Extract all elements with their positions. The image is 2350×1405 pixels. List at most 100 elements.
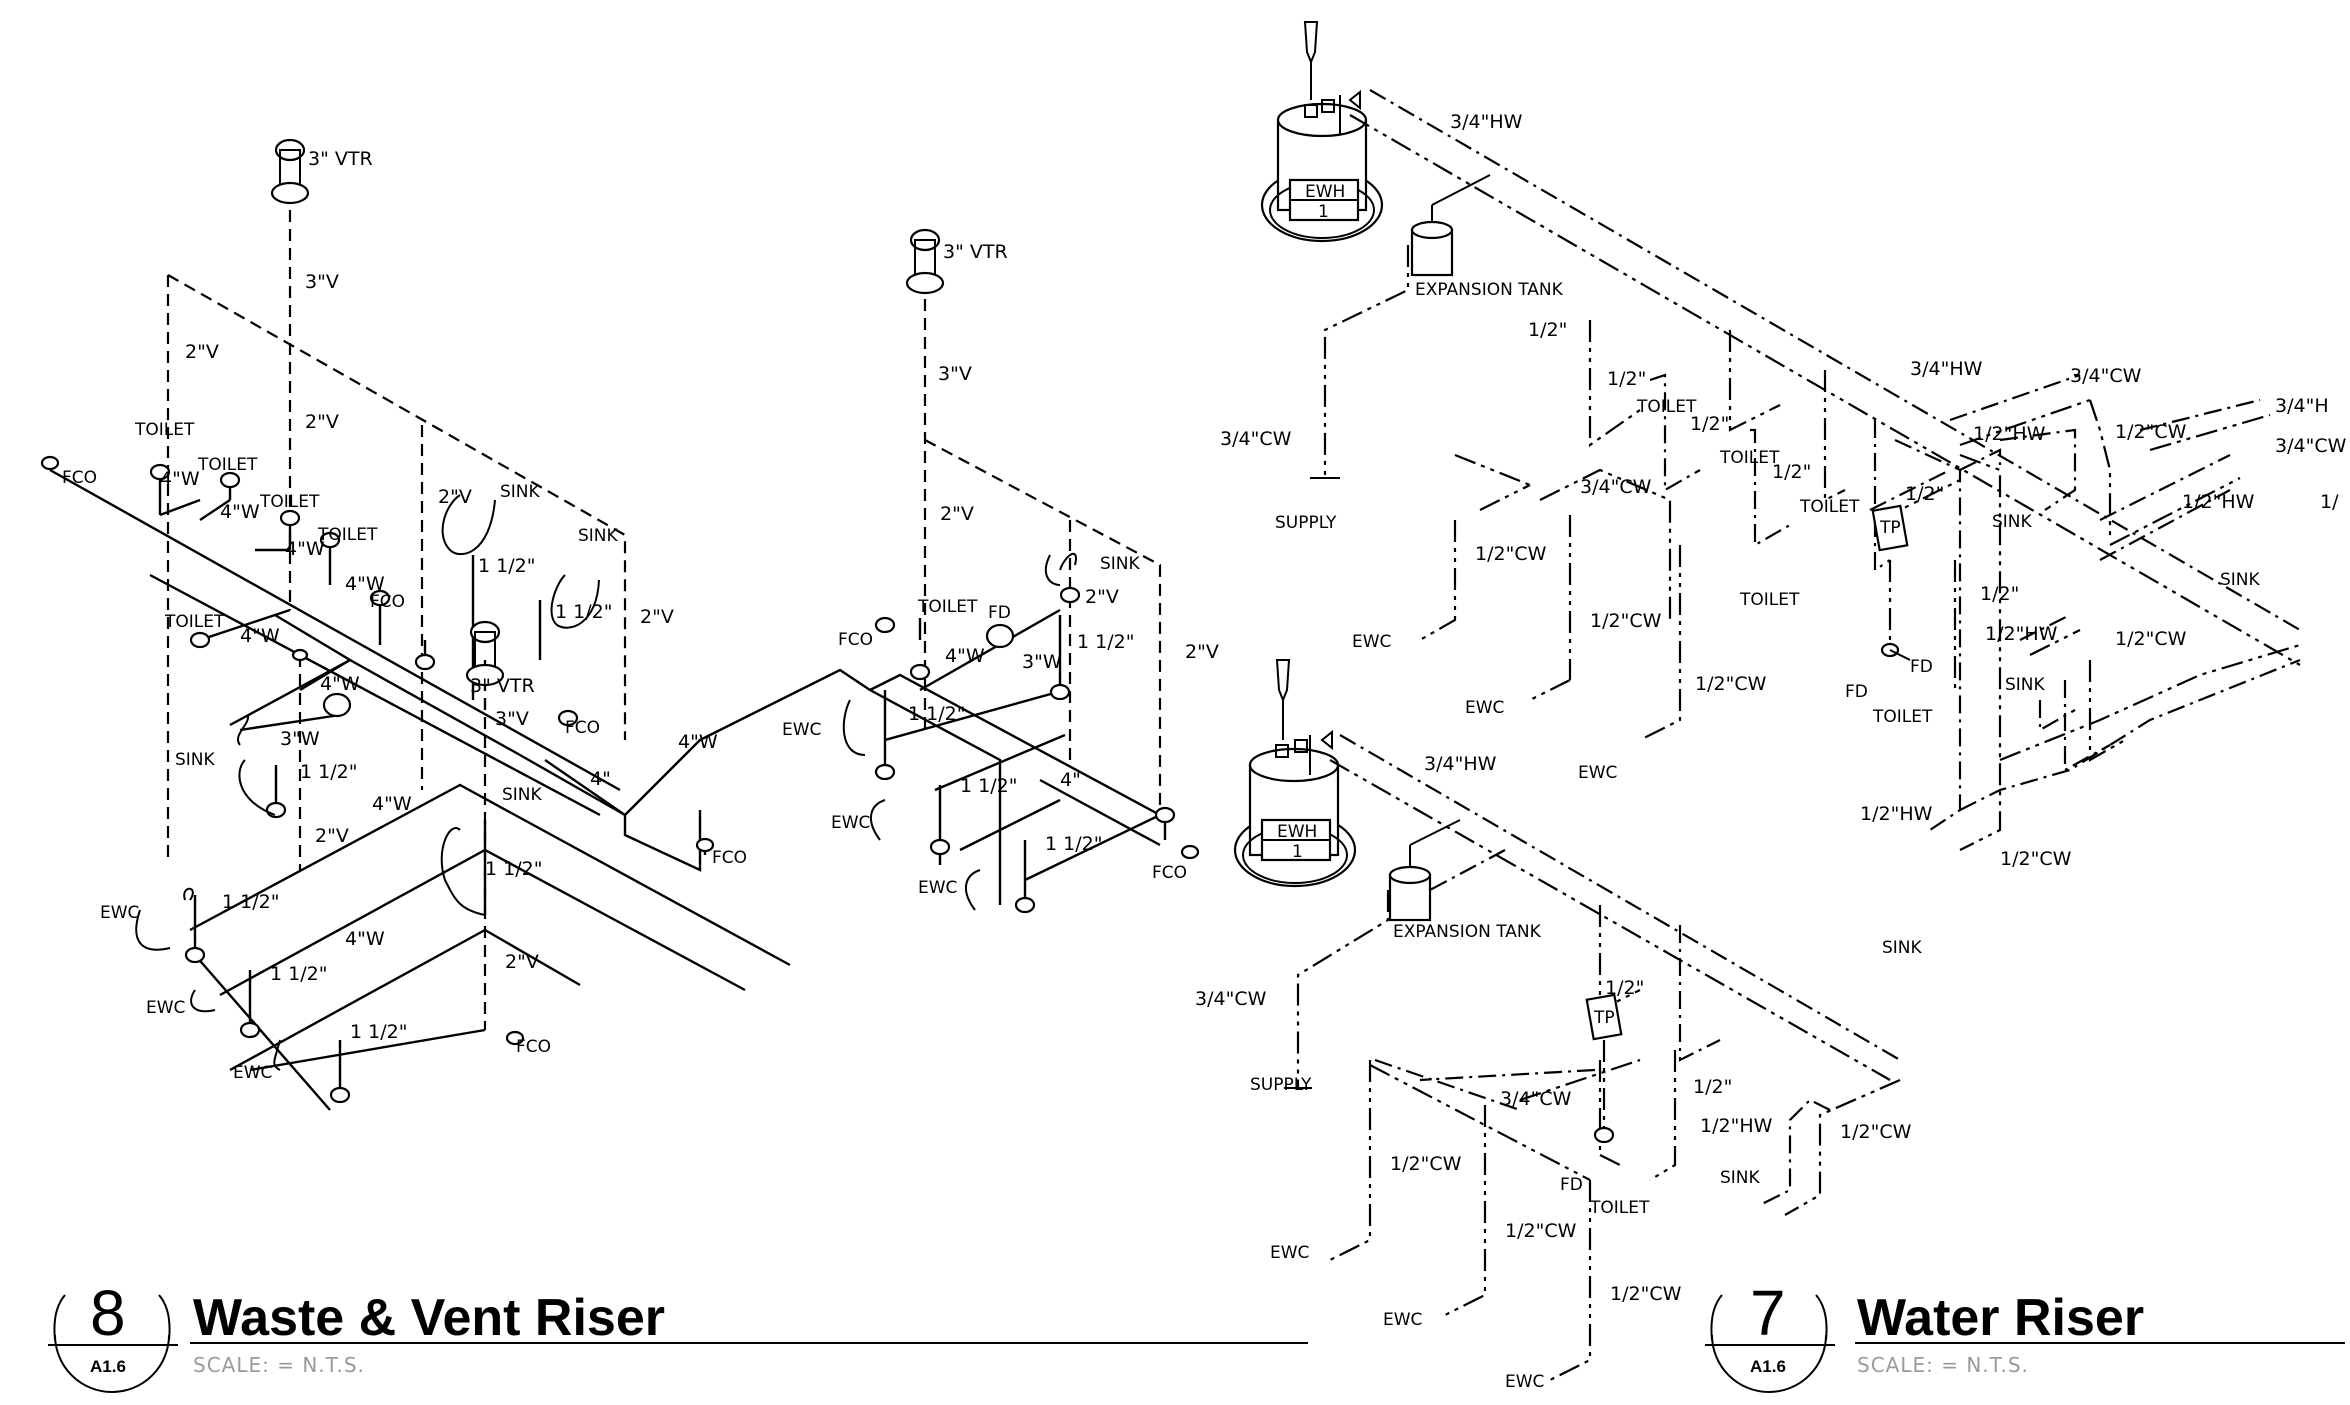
label-ewc: EWC [1270,1243,1309,1263]
label-cold-water: 1/2"CW [2000,848,2072,870]
label-size: 1/2" [1607,368,1646,390]
label-cold-water: 1/2"CW [1610,1283,1682,1305]
label-cold-water: 1/2"CW [2115,421,2187,443]
label-ewh-num: 1 [1292,842,1303,862]
label-ewc: EWC [146,998,185,1018]
label-trap-size: 1 1/2" [1045,833,1102,855]
water-labels-upper: 1/2" 1/2" 1/2" 1/2" 1/2" 1/2" 3/4"CW 3/4… [1352,319,2347,958]
floor-drain [322,692,352,718]
label-toilet: TOILET [1872,707,1933,727]
label-trap-size: 1 1/2" [485,858,542,880]
label-waste: 4" [1060,769,1081,791]
label-hot-water: 1/2"HW [1973,423,2046,445]
ewc-trap [135,909,171,951]
label-cold-water: 3/4"CW [1500,1088,1572,1110]
label-hot-water: 3/4"HW [1424,753,1497,775]
label-vtr: 3" VTR [308,148,373,170]
label-size-cut: 1/ [2320,491,2339,513]
label-waste: 4"W [240,625,280,647]
water-lines-upper: TP [1349,89,2301,851]
label-cold-water: 1/2"CW [1695,673,1767,695]
sheet-reference: A1.6 [1750,1357,1786,1376]
label-vent: 3"V [305,271,339,293]
label-supply: SUPPLY [1275,513,1337,533]
label-waste: 4"W [372,793,412,815]
label-cold-water: 3/4"CW [1580,476,1652,498]
label-vent: 2"V [940,503,974,525]
label-trap-size: 1 1/2" [478,555,535,577]
sink-trap [441,494,496,556]
label-size: 1/2" [1905,483,1944,505]
trap-primer [1585,993,1623,1041]
label-vent: 2"V [185,341,219,363]
label-waste: 4"W [160,468,200,490]
label-ewc: EWC [100,903,139,923]
label-ewc: EWC [918,878,957,898]
label-size: 1/2" [1690,413,1729,435]
label-trap-size: 1 1/2" [270,963,327,985]
label-toilet: TOILET [1739,590,1800,610]
label-fco: FCO [1152,863,1187,883]
label-waste: 4"W [285,538,325,560]
label-waste: 4"W [345,928,385,950]
label-size: 1/2" [1772,461,1811,483]
label-toilet: TOILET [317,525,378,545]
water-lines-lower: TP [1329,734,1901,1381]
label-waste: 4"W [220,501,260,523]
detail-number: 7 [1750,1277,1786,1349]
label-cold-water: 1/2"CW [1840,1121,1912,1143]
label-toilet: TOILET [197,455,258,475]
label-size: 1/2" [1693,1076,1732,1098]
label-toilet: TOILET [164,612,225,632]
label-sink: SINK [2005,675,2046,695]
label-fco: FCO [62,468,97,488]
label-ewc: EWC [1383,1310,1422,1330]
label-cold-water: 1/2"CW [1505,1220,1577,1242]
water-heater-upper: EWH 1 EXPANSION TANK SUPPLY 3/4"CW 3/4"H… [1220,21,1564,533]
label-hot-water: 1/2"HW [2182,491,2255,513]
detail-scale: SCALE: = N.T.S. [193,1353,365,1377]
label-vent: 3"V [495,708,529,730]
ewc-trap [842,699,866,756]
detail-title: Waste & Vent Riser [193,1289,665,1347]
label-tp: TP [1879,518,1901,538]
label-vent: 2"V [305,411,339,433]
waste-fixtures [40,138,1200,1104]
label-trap-size: 1 1/2" [300,761,357,783]
label-waste: 4"W [678,731,718,753]
label-fco: FCO [712,848,747,868]
label-expansion-tank: EXPANSION TANK [1415,280,1564,300]
label-fco: FCO [516,1037,551,1057]
label-hot-water: 3/4"HW [1910,358,1983,380]
label-sink: SINK [1882,938,1923,958]
label-hot-water: 1/2"HW [1700,1115,1773,1137]
waste-vent-riser-diagram: 3" VTR 3" VTR 3" VTR 3"V 3"V 3"V 2"V 2"V… [40,138,1219,1111]
label-vtr: 3" VTR [943,241,1008,263]
label-trap-size: 1 1/2" [1077,631,1134,653]
label-size: 1/2" [1528,319,1567,341]
label-hot-water-cut: 3/4"H [2275,395,2329,417]
label-waste: 3"W [280,728,320,750]
sink-trap [237,714,250,746]
ewc-trap [870,799,886,841]
label-vent: 2"V [1185,641,1219,663]
label-vent: 3"V [938,363,972,385]
label-tp: TP [1593,1008,1615,1028]
label-vent: 2"V [1085,586,1119,608]
label-toilet: TOILET [1719,448,1780,468]
sink-trap [440,827,486,916]
ewc-trap [1044,554,1061,586]
label-cold-water: 3/4"CW [2070,365,2142,387]
label-vtr: 3" VTR [470,675,535,697]
label-ewh: EWH [1305,182,1345,202]
label-ewc: EWC [1465,698,1504,718]
label-trap-size: 1 1/2" [222,891,279,913]
label-waste: 4"W [320,673,360,695]
label-vent: 2"V [505,951,539,973]
label-sink: SINK [2220,570,2261,590]
label-sink: SINK [1992,512,2033,532]
detail-title-water: 7 A1.6 Water Riser SCALE: = N.T.S. [1705,1277,2345,1393]
ewc-trap [183,887,194,901]
ewc-trap [965,869,981,911]
label-fco: FCO [370,592,405,612]
